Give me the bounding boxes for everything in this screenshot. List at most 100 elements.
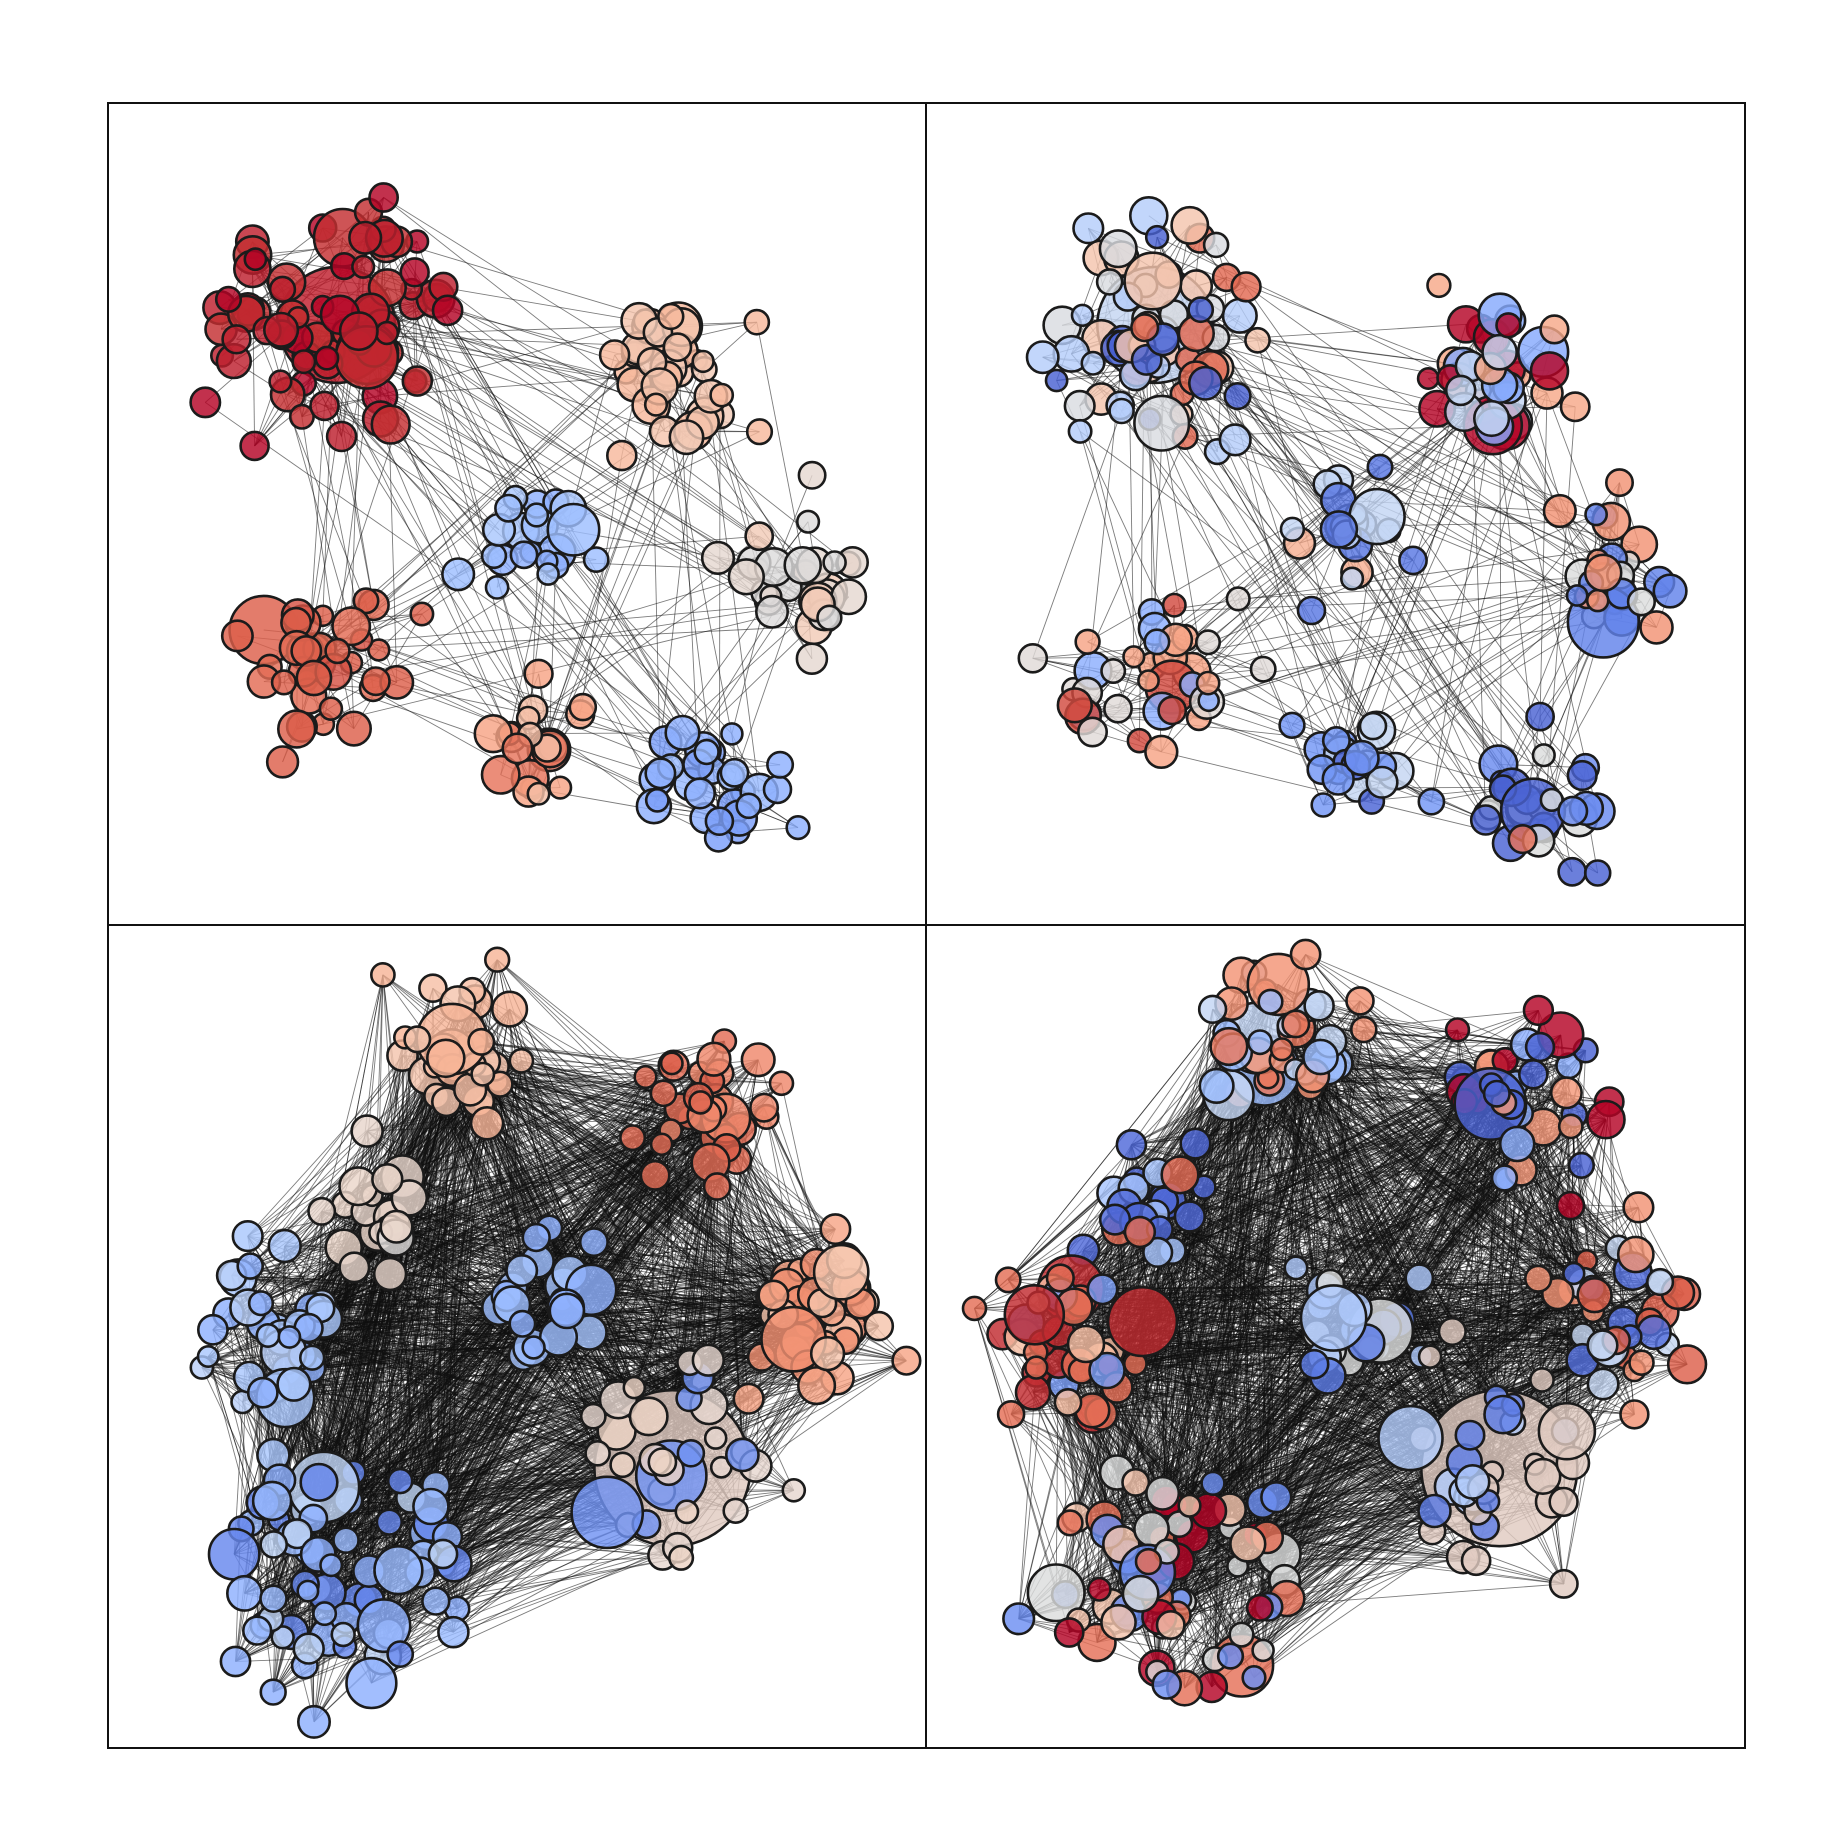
- node: [505, 1254, 539, 1288]
- edge: [1430, 418, 1493, 802]
- node: [582, 546, 610, 574]
- node: [796, 1365, 837, 1406]
- node: [657, 302, 685, 331]
- node: [331, 606, 372, 647]
- node: [1223, 382, 1252, 411]
- node: [702, 1172, 732, 1201]
- node: [674, 1499, 700, 1525]
- node: [700, 540, 736, 576]
- node: [501, 732, 534, 765]
- node: [214, 285, 243, 314]
- node: [259, 1678, 287, 1706]
- edge: [281, 1269, 800, 1339]
- node: [330, 1621, 356, 1648]
- node: [386, 1467, 414, 1495]
- node: [725, 1437, 760, 1473]
- node: [785, 814, 811, 841]
- node: [399, 257, 430, 288]
- node: [1559, 391, 1591, 423]
- node: [1278, 711, 1306, 739]
- node: [1195, 670, 1221, 696]
- node: [688, 1090, 713, 1115]
- node: [696, 1041, 732, 1077]
- edge: [409, 1159, 737, 1199]
- edge: [371, 1195, 699, 1378]
- node: [1095, 268, 1124, 296]
- edge: [233, 1307, 249, 1555]
- node: [480, 542, 508, 570]
- node: [809, 1335, 846, 1372]
- node: [1348, 487, 1406, 546]
- edge: [1237, 395, 1583, 776]
- node: [548, 775, 573, 800]
- node: [1072, 212, 1105, 245]
- node: [578, 1227, 609, 1258]
- node: [243, 247, 268, 272]
- edge: [237, 1062, 672, 1279]
- node: [703, 1426, 728, 1450]
- node: [236, 1252, 264, 1280]
- node: [1230, 271, 1262, 303]
- edge: [263, 1124, 715, 1325]
- edge: [1355, 513, 1492, 809]
- edge: [497, 1081, 809, 1368]
- edge: [1205, 382, 1604, 623]
- edge: [1291, 572, 1604, 726]
- node: [242, 1615, 273, 1646]
- node: [470, 1061, 496, 1087]
- node: [268, 369, 293, 394]
- edge: [1215, 337, 1342, 535]
- node: [332, 1526, 360, 1554]
- edge: [497, 1080, 713, 1083]
- node: [325, 420, 358, 453]
- node: [1426, 272, 1452, 299]
- node: [324, 637, 351, 665]
- edge: [345, 1104, 485, 1541]
- node: [649, 1132, 674, 1157]
- node: [1583, 859, 1612, 887]
- node: [548, 1292, 586, 1330]
- node: [220, 619, 254, 653]
- node: [1584, 502, 1609, 527]
- node: [1103, 693, 1133, 724]
- node: [683, 777, 717, 810]
- edge: [323, 1228, 836, 1488]
- edge: [390, 424, 701, 794]
- node: [1170, 205, 1210, 245]
- node: [1472, 399, 1511, 438]
- edge: [250, 1265, 690, 1399]
- node: [1365, 765, 1399, 799]
- edge: [419, 1159, 738, 1573]
- node: [662, 332, 693, 363]
- node: [350, 1114, 384, 1148]
- node: [536, 562, 560, 586]
- node: [1100, 657, 1127, 684]
- node: [356, 1598, 412, 1654]
- node: [619, 1124, 647, 1152]
- node: [231, 1219, 264, 1253]
- node: [409, 601, 435, 627]
- node: [508, 1309, 537, 1338]
- edge: [1156, 236, 1459, 381]
- node: [523, 502, 550, 528]
- node: [1652, 573, 1688, 609]
- node: [386, 1640, 415, 1669]
- node: [403, 1025, 432, 1054]
- node: [494, 493, 524, 523]
- node: [338, 1251, 371, 1284]
- node: [296, 1579, 320, 1603]
- node: [296, 1704, 331, 1739]
- node: [743, 308, 771, 336]
- edge: [1200, 309, 1598, 601]
- edge: [238, 1277, 846, 1342]
- node: [691, 1343, 725, 1377]
- node: [1398, 545, 1428, 576]
- edge: [756, 322, 806, 573]
- node: [1249, 655, 1277, 683]
- node: [720, 722, 744, 746]
- node: [676, 1439, 706, 1468]
- node: [189, 386, 222, 419]
- node: [1195, 629, 1222, 656]
- edge: [1362, 523, 1598, 812]
- node: [1077, 716, 1109, 748]
